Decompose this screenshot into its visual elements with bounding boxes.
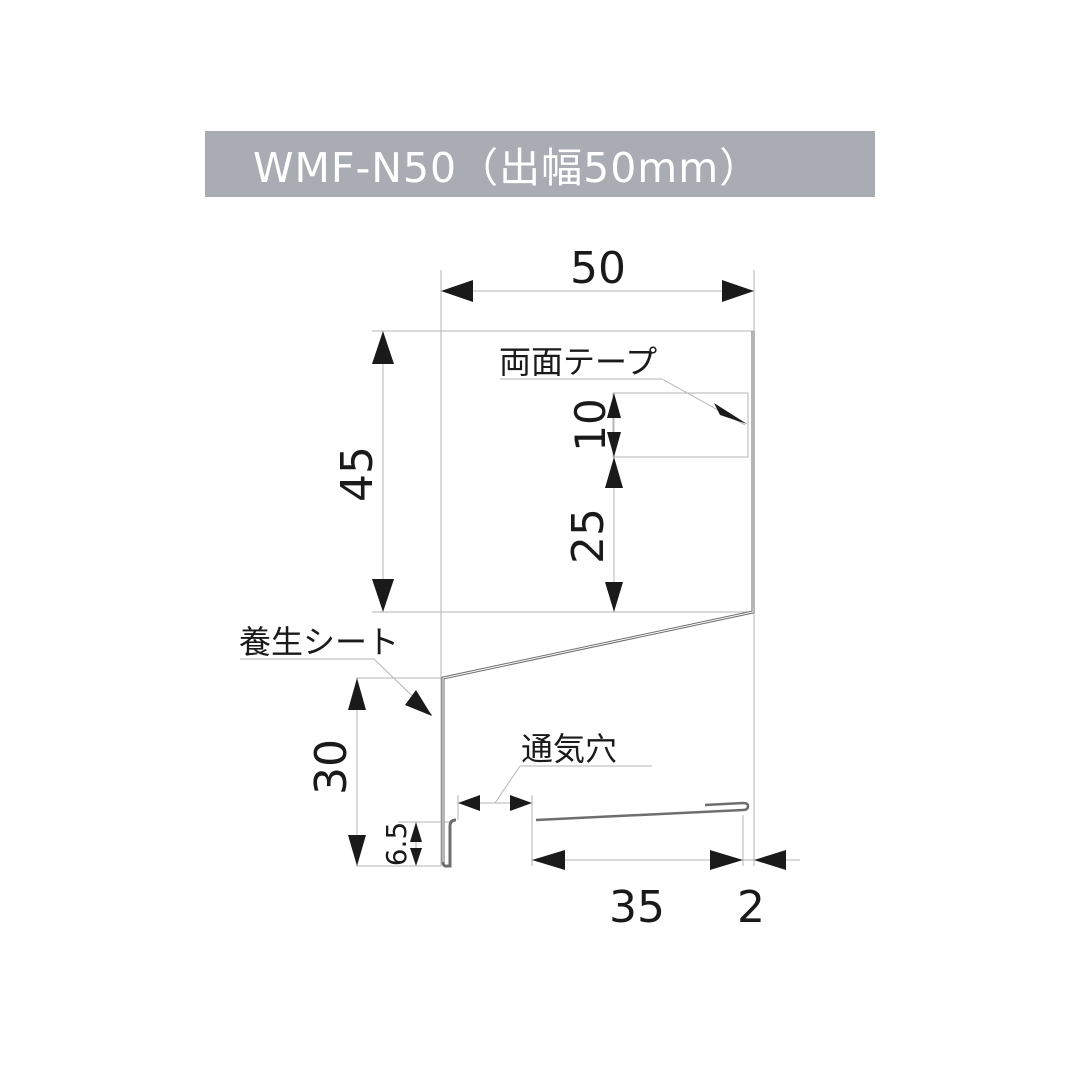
vent-plate <box>535 801 750 822</box>
dimension-arrows <box>348 280 786 870</box>
dim-width-top: 50 <box>570 243 626 294</box>
dim-tape-height: 10 <box>566 398 615 451</box>
double-sided-tape-area <box>612 392 749 458</box>
dim-height-lower: 30 <box>306 739 357 795</box>
tape-leader-arrow <box>714 403 747 424</box>
sheet-leader-arrow <box>405 690 432 716</box>
dim-hem-height: 6.5 <box>380 822 413 867</box>
label-double-sided-tape: 両面テープ <box>499 343 657 381</box>
flashing-profile-inner <box>442 331 754 862</box>
dim-vent-gap: 2 <box>737 882 765 933</box>
title-bar: WMF-N50（出幅50mm） <box>205 131 875 197</box>
label-protective-sheet: 養生シート <box>239 623 399 661</box>
flashing-profile <box>441 331 755 868</box>
label-vent-hole: 通気穴 <box>521 730 617 768</box>
dim-tape-offset: 25 <box>563 508 614 564</box>
extension-lines <box>356 270 800 867</box>
dim-vent-length: 35 <box>609 882 665 933</box>
product-title: WMF-N50（出幅50mm） <box>253 144 762 192</box>
dim-height-upper: 45 <box>332 446 383 502</box>
